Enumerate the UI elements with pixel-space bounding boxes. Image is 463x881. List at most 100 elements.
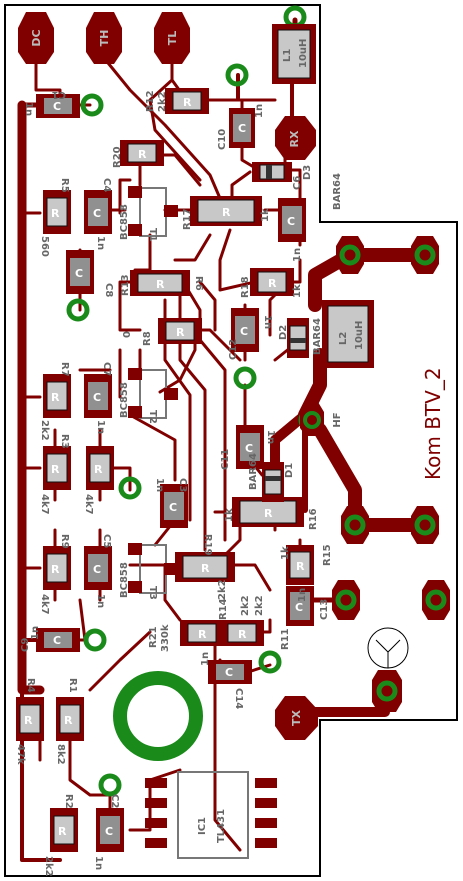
svg-text:R: R [222,206,231,219]
svg-text:L1: L1 [282,49,293,62]
svg-text:R: R [198,628,207,641]
silkscreen-labels: C1 1n R12 2k2 C10 1n D3 BAR64 R20 0 R5 5… [15,89,343,877]
svg-text:0: 0 [122,331,133,338]
svg-text:C: C [93,207,101,220]
svg-text:R: R [156,278,165,291]
svg-text:C6: C6 [292,176,303,190]
svg-text:R7: R7 [59,362,70,377]
board-title: Kom BTV_2 [421,367,445,480]
svg-text:C: C [53,100,61,113]
svg-text:1n: 1n [254,104,265,118]
svg-text:R: R [268,277,277,290]
svg-text:R: R [138,148,147,161]
svg-text:2k2: 2k2 [240,595,251,616]
svg-text:R: R [24,714,33,727]
svg-text:BC858: BC858 [119,562,130,598]
svg-text:C: C [245,442,253,455]
board-outline [4,4,458,877]
svg-text:C2: C2 [109,794,120,808]
svg-text:R: R [201,562,210,575]
svg-text:C3: C3 [177,478,188,492]
svg-text:R8: R8 [142,331,153,346]
svg-text:R: R [51,207,60,220]
svg-text:R5: R5 [59,178,70,193]
svg-text:R20: R20 [112,146,123,168]
svg-text:2k2: 2k2 [43,856,54,877]
capacitor-marks: C C C C C C C C C C C C C C [53,100,303,838]
svg-text:C10: C10 [217,129,228,150]
svg-text:2k2: 2k2 [217,579,228,600]
svg-text:560: 560 [39,236,50,257]
svg-text:R: R [296,560,305,573]
svg-text:1k: 1k [292,284,303,298]
svg-text:C: C [93,563,101,576]
ic1-tl431: IC1 TL431 [145,771,277,859]
svg-text:1n: 1n [93,856,104,870]
svg-text:C1: C1 [52,89,66,100]
transistors [128,186,178,594]
svg-text:330k: 330k [160,624,171,652]
svg-text:R: R [183,96,192,109]
pad-label-tl: TL [166,31,179,46]
svg-text:IC1: IC1 [197,817,208,835]
svg-text:1n: 1n [292,248,303,262]
svg-text:2k2: 2k2 [157,91,168,112]
svg-text:T2: T2 [147,410,158,424]
svg-text:C: C [238,122,246,135]
svg-text:C: C [225,666,233,679]
svg-text:C: C [93,391,101,404]
svg-text:D1: D1 [284,463,295,478]
diodes [252,162,309,502]
svg-text:1n: 1n [262,315,273,329]
svg-text:R2: R2 [63,794,74,809]
svg-text:R: R [94,463,103,476]
svg-text:C9: C9 [20,638,31,652]
svg-text:T3: T3 [147,586,158,600]
svg-text:47k: 47k [15,744,26,765]
pad-label-tx: TX [290,709,303,726]
svg-text:C: C [75,267,83,280]
svg-text:10uH: 10uH [298,39,309,68]
svg-text:R: R [51,563,60,576]
svg-text:4k7: 4k7 [83,494,94,515]
smd-capacitors [36,94,314,852]
svg-text:C8: C8 [103,283,114,297]
svg-text:R14: R14 [218,598,229,620]
svg-text:R15: R15 [322,544,333,566]
svg-text:1k: 1k [280,546,291,560]
svg-text:10uH: 10uH [354,321,365,350]
svg-text:R13: R13 [120,274,131,296]
svg-text:2k2: 2k2 [39,420,50,441]
svg-text:8k2: 8k2 [55,744,66,765]
svg-text:1n: 1n [23,102,34,116]
svg-text:C: C [240,325,248,338]
svg-text:R17: R17 [182,208,193,230]
svg-text:4k7: 4k7 [39,494,50,515]
svg-text:BAR64: BAR64 [332,173,343,210]
svg-text:1n: 1n [154,478,165,492]
svg-text:1n: 1n [265,430,276,444]
svg-text:R18: R18 [240,276,251,298]
svg-text:1n: 1n [297,588,308,602]
pad-label-dc: DC [30,29,43,46]
svg-text:1n: 1n [95,420,106,434]
svg-text:R: R [264,507,273,520]
svg-text:1n: 1n [95,594,106,608]
svg-text:2k2: 2k2 [254,595,265,616]
svg-text:4k7: 4k7 [39,594,50,615]
svg-text:D2: D2 [278,325,289,340]
svg-text:R: R [176,326,185,339]
svg-text:C11: C11 [220,449,231,470]
svg-text:TL431: TL431 [216,809,227,843]
svg-text:R11: R11 [280,628,291,650]
svg-text:1n: 1n [200,652,211,666]
svg-text:C: C [105,825,113,838]
svg-text:L2: L2 [338,332,349,345]
svg-text:R21: R21 [148,626,159,648]
svg-text:C7: C7 [101,362,112,376]
svg-text:1n: 1n [95,236,106,250]
svg-text:R: R [238,628,247,641]
svg-text:C: C [169,501,177,514]
pad-label-rx: RX [288,130,301,147]
